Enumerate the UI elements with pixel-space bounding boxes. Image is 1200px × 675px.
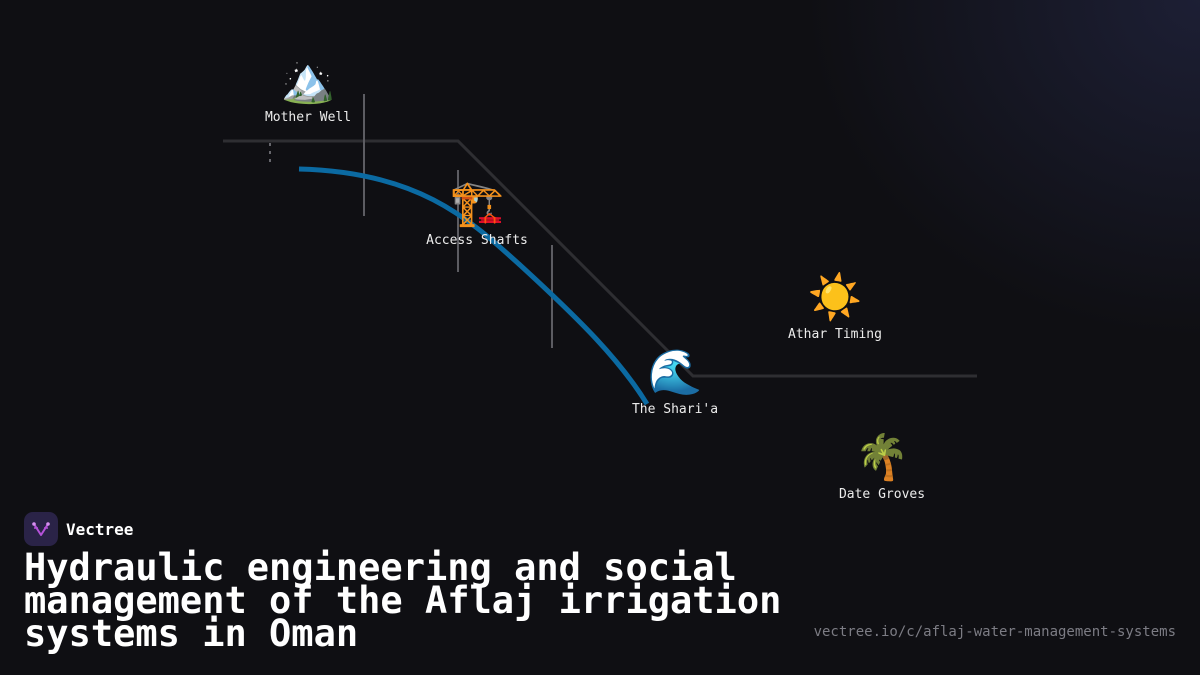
- source-url[interactable]: vectree.io/c/aflaj-water-management-syst…: [813, 624, 1176, 640]
- page-title: Hydraulic engineering and social managem…: [24, 546, 782, 655]
- water-channel: [298, 166, 650, 406]
- access-shafts-label: Access Shafts: [426, 233, 528, 248]
- sharia-label: The Shari'a: [631, 402, 719, 417]
- mother-well-label: Mother Well: [264, 110, 352, 125]
- node-mother-well: 🏔️ Mother Well: [228, 55, 388, 126]
- vectree-logo-icon: [24, 512, 58, 546]
- brand-name: Vectree: [66, 519, 134, 539]
- node-access-shafts: 🏗️ Access Shafts: [397, 178, 557, 249]
- athar-timing-label: Athar Timing: [788, 327, 882, 342]
- date-groves-label: Date Groves: [838, 487, 926, 502]
- ground-profile-line: [223, 139, 977, 378]
- mountain-icon: 🏔️: [280, 55, 336, 106]
- node-date-groves: 🌴 Date Groves: [802, 432, 962, 503]
- water-wave-icon: 🌊: [647, 347, 703, 398]
- construction-crane-icon: 🏗️: [449, 178, 505, 229]
- node-sharia: 🌊 The Shari'a: [595, 347, 755, 418]
- node-athar-timing: ☀️ Athar Timing: [755, 272, 915, 343]
- brand[interactable]: Vectree: [24, 512, 133, 546]
- sun-icon: ☀️: [807, 272, 863, 323]
- palm-tree-icon: 🌴: [854, 432, 910, 483]
